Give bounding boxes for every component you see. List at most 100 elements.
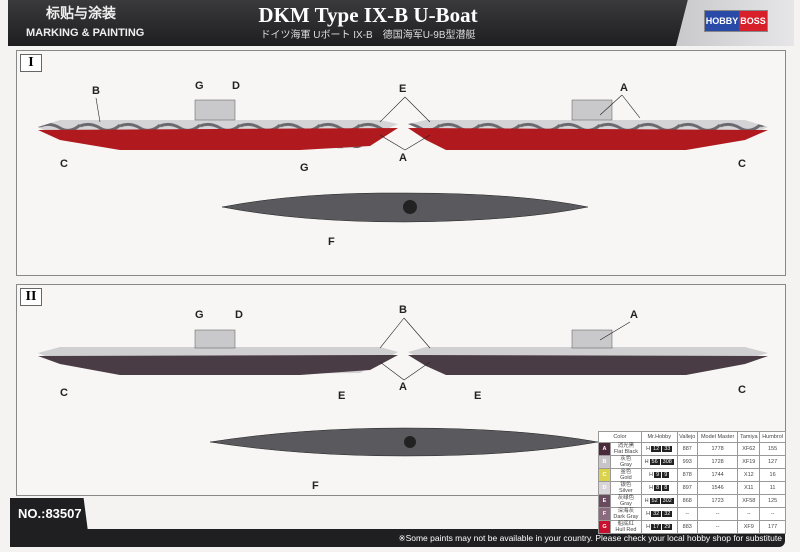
table-header: Humbrol bbox=[759, 431, 786, 443]
humbrol-code: 11 bbox=[759, 481, 786, 495]
product-number: NO.:83507 bbox=[18, 506, 82, 521]
tamiya-code: XF62 bbox=[737, 442, 761, 456]
mrhobby-c: 32 bbox=[662, 511, 673, 517]
color-swatch: E bbox=[598, 494, 611, 508]
tamiya-code: XF19 bbox=[737, 455, 761, 469]
vallejo-code: 878 bbox=[676, 468, 698, 482]
table-header: Tamiya bbox=[737, 431, 761, 443]
table-header: Vallejo bbox=[676, 431, 698, 443]
color-name-en: Dark Gray bbox=[613, 514, 639, 520]
callout-E: E bbox=[474, 390, 482, 402]
color-name-en: Gold bbox=[620, 475, 632, 481]
model-master-code: 1723 bbox=[696, 494, 739, 508]
mrhobby-h: 56 bbox=[649, 459, 660, 465]
mrhobby-h: 52 bbox=[649, 498, 660, 504]
tamiya-code: XF58 bbox=[737, 494, 761, 508]
humbrol-code: 155 bbox=[759, 442, 786, 456]
callout-B: B bbox=[92, 85, 100, 97]
color-name-en: Gray bbox=[619, 462, 632, 468]
color-name-en: Gray bbox=[619, 501, 632, 507]
callout-C: C bbox=[60, 387, 68, 399]
vallejo-code: 897 bbox=[676, 481, 698, 495]
table-header: Mr.Hobby bbox=[640, 431, 678, 443]
model-master-code: 1728 bbox=[696, 455, 739, 469]
mrhobby-h: 12 bbox=[651, 446, 662, 452]
color-name-en: Hull Red bbox=[615, 527, 637, 533]
tamiya-code: X11 bbox=[737, 481, 761, 495]
vallejo-code: 993 bbox=[676, 455, 698, 469]
color-swatch: G bbox=[598, 520, 611, 534]
logo-right: BOSS bbox=[739, 11, 767, 31]
footer-bar bbox=[10, 529, 785, 547]
callout-A: A bbox=[630, 309, 638, 321]
callout-D: D bbox=[235, 309, 243, 321]
mrhobby-h: 32 bbox=[651, 511, 662, 517]
mrhobby-h: 8 bbox=[654, 485, 662, 491]
callout-E: E bbox=[338, 390, 346, 402]
humbrol-code: -- bbox=[759, 507, 786, 521]
color-name-cn: 船底红 bbox=[617, 521, 635, 527]
callout-F: F bbox=[312, 480, 319, 492]
vallejo-code: 883 bbox=[676, 520, 698, 534]
header-bar: 标贴与涂装 MARKING & PAINTING DKM Type IX-B U… bbox=[8, 0, 768, 46]
color-swatch: F bbox=[598, 507, 611, 521]
vallejo-code: -- bbox=[676, 507, 698, 521]
title-cn: 标贴与涂装 bbox=[46, 5, 116, 21]
model-master-code: -- bbox=[696, 507, 739, 521]
logo-left: HOBBY bbox=[705, 11, 740, 31]
mrhobby-c: 29 bbox=[662, 524, 673, 530]
callout-A: A bbox=[399, 152, 407, 164]
page-title: DKM Type IX-B U-Boat bbox=[258, 3, 478, 27]
callout-G: G bbox=[300, 162, 309, 174]
vallejo-code: 887 bbox=[676, 442, 698, 456]
tamiya-code: XF9 bbox=[737, 520, 761, 534]
callout-A: A bbox=[399, 381, 407, 393]
humbrol-code: 127 bbox=[759, 455, 786, 469]
color-name-en: Silver bbox=[619, 488, 633, 494]
callout-G: G bbox=[195, 309, 204, 321]
mrhobby-h: 9 bbox=[654, 472, 662, 478]
color-swatch: C bbox=[598, 468, 611, 482]
mrhobby-c: 33 bbox=[662, 446, 673, 452]
section-label: II bbox=[20, 288, 42, 306]
color-name-cn: 灰色 bbox=[620, 456, 632, 462]
model-master-code: 1744 bbox=[696, 468, 739, 482]
page-subtitle: ドイツ海軍 Uボート IX-B 德国海军U-9B型潜艇 bbox=[260, 30, 476, 41]
color-name-cn: 金色 bbox=[620, 469, 632, 475]
callout-C: C bbox=[738, 158, 746, 170]
hobbyboss-logo: HOBBY BOSS bbox=[704, 10, 768, 32]
callout-B: B bbox=[399, 304, 407, 316]
callout-C: C bbox=[738, 384, 746, 396]
color-name-cn: 银色 bbox=[620, 482, 632, 488]
mrhobby-c: 302 bbox=[660, 498, 674, 504]
callout-A: A bbox=[620, 82, 628, 94]
model-master-code: 1546 bbox=[696, 481, 739, 495]
model-master-code: -- bbox=[696, 520, 739, 534]
color-name-en: Flat Black bbox=[613, 449, 638, 455]
section-label: I bbox=[20, 54, 42, 72]
tamiya-code: -- bbox=[737, 507, 761, 521]
color-swatch: A bbox=[598, 442, 611, 456]
table-header: Model Master bbox=[696, 431, 739, 443]
mrhobby-h: 17 bbox=[651, 524, 662, 530]
tamiya-code: X12 bbox=[737, 468, 761, 482]
callout-G: G bbox=[195, 80, 204, 92]
callout-E: E bbox=[399, 83, 407, 95]
color-name-cn: 灰绿色 bbox=[617, 495, 635, 501]
humbrol-code: 177 bbox=[759, 520, 786, 534]
